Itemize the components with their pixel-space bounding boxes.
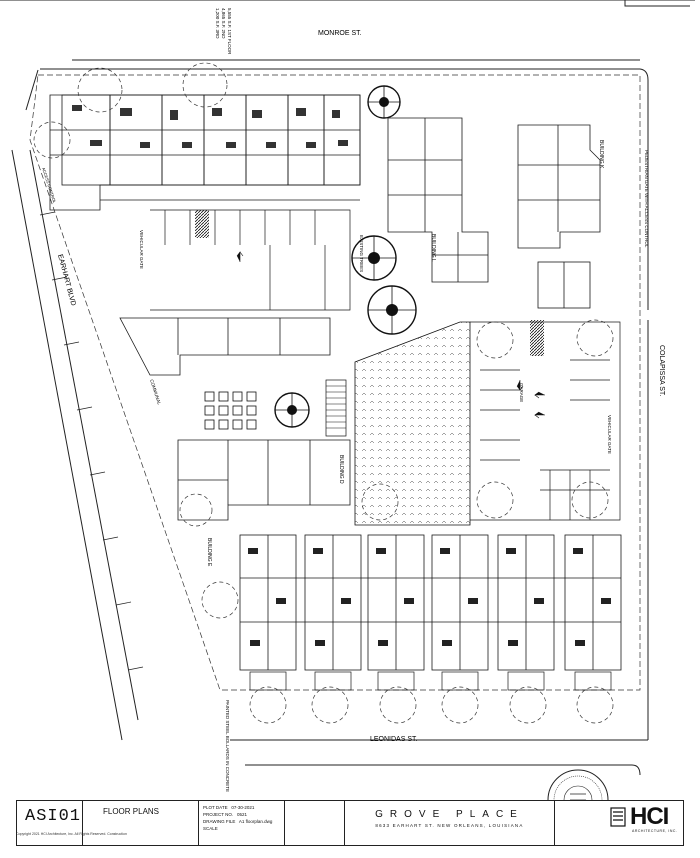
project-no-row: PROJECT NO. 0521 (203, 811, 284, 818)
east-parking (470, 321, 621, 521)
project-block: GROVE PLACE 8633 EARHART ST. NEW ORLEANS… (345, 801, 555, 845)
drawing-meta: PLOT DATE 07-30-2021 PROJECT NO. 0521 DR… (199, 801, 285, 845)
street-label-south: LEONIDAS ST. (370, 736, 418, 743)
project-no: 0521 (236, 812, 247, 817)
courtyard-tiles (204, 391, 257, 430)
earhart-ticks (39, 211, 144, 671)
revision-block (285, 801, 345, 845)
copyright-note: Copyright 2021 HCI Architecture, Inc. Al… (16, 832, 127, 836)
street-label-north: MONROE ST. (318, 30, 362, 37)
street-curbs (11, 59, 649, 776)
project-address: 8633 EARHART ST. NEW ORLEANS, LOUISIANA (375, 823, 524, 828)
bollards-label: PAINTED STEEL BOLLARDS IN CONCRETE (225, 700, 230, 792)
garage-label: GARAGE (519, 383, 524, 402)
dumpster-hatch (195, 210, 209, 238)
parking-arrows (236, 251, 545, 419)
scale-row: SCALE (203, 825, 284, 832)
building-l (387, 117, 489, 283)
sheet-title: FLOOR PLANS (83, 801, 199, 845)
south-porches (249, 671, 612, 691)
firm-subtitle: ARCHITECTURE, INC. (632, 829, 678, 833)
proposed-street-trees (33, 62, 614, 724)
central-plaza (354, 321, 471, 526)
project-no-label: PROJECT NO. (203, 812, 234, 817)
street-label-west: EARHART BLVD (56, 254, 76, 307)
building-k (517, 124, 601, 309)
vehicular-gate-north-label: VEHICULAR GATE (139, 230, 144, 269)
building-e-label: BUILDING E (206, 538, 212, 567)
project-name: GROVE PLACE (375, 809, 524, 820)
building-d-label: BUILDING D (338, 455, 344, 484)
south-townhouse-fixtures (248, 548, 611, 646)
building-l-label: BUILDING L (430, 234, 436, 262)
hci-logo-icon (610, 807, 626, 827)
drawing-file-label: DRAWING FILE (203, 819, 236, 824)
title-block: ASI01 FLOOR PLANS PLOT DATE 07-30-2021 P… (16, 800, 684, 846)
pedestrian-gate-label: PEDESTRIAN GATE WITH ACCESS CONTROL (644, 150, 649, 248)
sheet-number: ASI01 (17, 801, 83, 845)
vehicular-gate-east-label: VEHICULAR GATE (607, 415, 612, 454)
communal-label: COMMUNAL (149, 379, 162, 406)
access-control-label: ACCESS CONTROL (41, 167, 57, 205)
area-note-1: 5,555 S.F. 1ST FLOOR (227, 8, 232, 55)
north-parking (150, 209, 351, 311)
area-note-3: 1,200 S.F. 3RD (215, 8, 220, 39)
south-townhouses (239, 534, 622, 671)
building-k-label: BUILDING K (598, 140, 604, 169)
dumpster-hatch-east (530, 320, 544, 356)
drawing-file-row: DRAWING FILE A1 floorplan.dwg (203, 818, 284, 825)
drawing-file: A1 floorplan.dwg (238, 819, 273, 824)
scale-label: SCALE (203, 826, 218, 831)
communal-building (119, 317, 331, 376)
north-townhouses (49, 94, 361, 211)
area-note-2: 4,865 S.F. 2ND (221, 8, 226, 39)
existing-trees-label: EXISTING TREES (359, 235, 364, 272)
plot-date: 07-30-2021 (231, 805, 255, 810)
firm-logo: HCI (630, 803, 669, 830)
plot-date-row: PLOT DATE 07-30-2021 (203, 804, 284, 811)
building-d (177, 439, 351, 521)
plot-date-label: PLOT DATE (203, 805, 228, 810)
street-label-east: COLAPISSA ST. (658, 345, 665, 396)
north-townhouse-fixtures (72, 105, 348, 148)
